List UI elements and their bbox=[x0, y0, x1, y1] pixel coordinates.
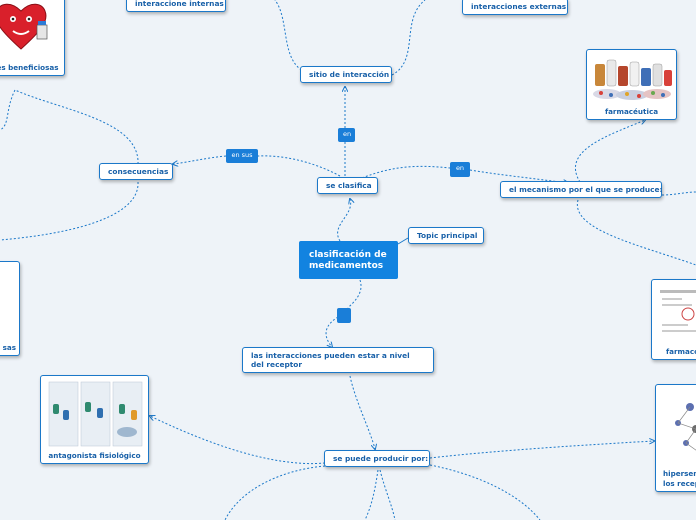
node-interaccione-internas[interactable]: interaccione internas bbox=[126, 0, 226, 12]
connector-producir-hipersen bbox=[430, 441, 654, 458]
node-label: sitio de interacción bbox=[309, 70, 389, 79]
connector-se-clasifica-en-sus bbox=[258, 156, 340, 176]
image-node-antagonista[interactable]: antagonista fisiológico bbox=[40, 375, 149, 464]
connector-producir-bottom-mid bbox=[365, 470, 378, 520]
badge-label: en sus bbox=[231, 151, 252, 159]
node-label: Topic principal bbox=[417, 231, 477, 240]
node-interacciones-externas[interactable]: interacciones externas bbox=[462, 0, 568, 15]
connector-sitio-internas bbox=[275, 0, 305, 72]
central-topic[interactable]: clasificación de medicamentos bbox=[299, 241, 398, 279]
connector-consecuencias-beneficiosas bbox=[15, 90, 138, 164]
node-label: se clasifica bbox=[326, 181, 372, 190]
connector-consecuencias-left-bottom bbox=[0, 182, 138, 240]
badge-label: en bbox=[343, 130, 351, 138]
node-mecanismo[interactable]: el mecanismo por el que se produce: bbox=[500, 181, 662, 198]
receptor-diagram-illustration bbox=[41, 376, 149, 450]
connector-central-empty-badge bbox=[348, 280, 361, 308]
connector-sitio-externas bbox=[392, 0, 425, 75]
image-node-beneficiosas[interactable]: es beneficiosas bbox=[0, 0, 65, 76]
connector-topic-label bbox=[398, 238, 408, 244]
node-label: se puede producir por: bbox=[333, 454, 428, 463]
image-node-caption-line2: los recep bbox=[663, 479, 696, 488]
connector-mecanismo-farmaco bbox=[577, 200, 696, 265]
node-topic-principal[interactable]: Topic principal bbox=[408, 227, 484, 244]
connector-central-se-clasifica bbox=[338, 199, 351, 241]
node-se-puede-producir[interactable]: se puede producir por: bbox=[324, 450, 430, 467]
central-label: clasificación de medicamentos bbox=[309, 250, 388, 272]
badge-label: en bbox=[456, 164, 464, 172]
image-node-caption: sas bbox=[0, 343, 16, 352]
connector-producir-bottom-left bbox=[225, 466, 325, 520]
connector-en-sus-consecuencias bbox=[173, 156, 226, 164]
image-node-caption: farmaco bbox=[666, 347, 696, 356]
connector-label-en-right: en bbox=[450, 162, 470, 177]
connector-label-en-sus: en sus bbox=[226, 149, 258, 163]
node-label: interaccione internas bbox=[135, 0, 224, 8]
node-consecuencias[interactable]: consecuencias bbox=[99, 163, 173, 180]
connector-label-en-top: en bbox=[338, 128, 355, 142]
connector-mecanismo-farmaceutica bbox=[575, 120, 645, 182]
connector-producir-antagonista bbox=[150, 416, 325, 464]
node-receptor[interactable]: las interacciones pueden estar a nivel d… bbox=[242, 347, 434, 373]
image-node-hipersen[interactable]: hipersen los recep bbox=[655, 384, 696, 492]
image-node-farmaceutica[interactable]: farmacéutica bbox=[586, 49, 677, 120]
image-node-left-partial[interactable]: sas bbox=[0, 261, 20, 356]
image-node-caption: es beneficiosas bbox=[0, 63, 64, 72]
receptor-network-illustration bbox=[656, 385, 696, 463]
medicines-illustration bbox=[587, 50, 677, 108]
image-node-farmaco-partial[interactable]: farmaco bbox=[651, 279, 696, 360]
connector-producir-bottom-mid2 bbox=[380, 470, 395, 520]
node-label: las interacciones pueden estar a nivel d… bbox=[251, 351, 410, 369]
connector-mecanismo-right bbox=[662, 192, 696, 195]
node-label: consecuencias bbox=[108, 167, 168, 176]
connector-label-empty bbox=[337, 308, 351, 323]
node-se-clasifica[interactable]: se clasifica bbox=[317, 177, 378, 194]
heart-illustration bbox=[0, 0, 65, 61]
node-label: interacciones externas bbox=[471, 2, 566, 11]
connector-receptor-producir bbox=[350, 376, 375, 449]
node-sitio-de-interaccion[interactable]: sitio de interacción bbox=[300, 66, 392, 83]
image-node-caption: antagonista fisiológico bbox=[41, 451, 148, 460]
connector-beneficiosas-left bbox=[0, 90, 15, 130]
connector-producir-bottom-right bbox=[430, 465, 540, 520]
image-node-caption-line1: hipersen bbox=[663, 469, 696, 478]
pharmacology-chart-illustration bbox=[652, 280, 696, 346]
image-node-caption: farmacéutica bbox=[587, 107, 676, 116]
node-label: el mecanismo por el que se produce: bbox=[509, 185, 663, 194]
